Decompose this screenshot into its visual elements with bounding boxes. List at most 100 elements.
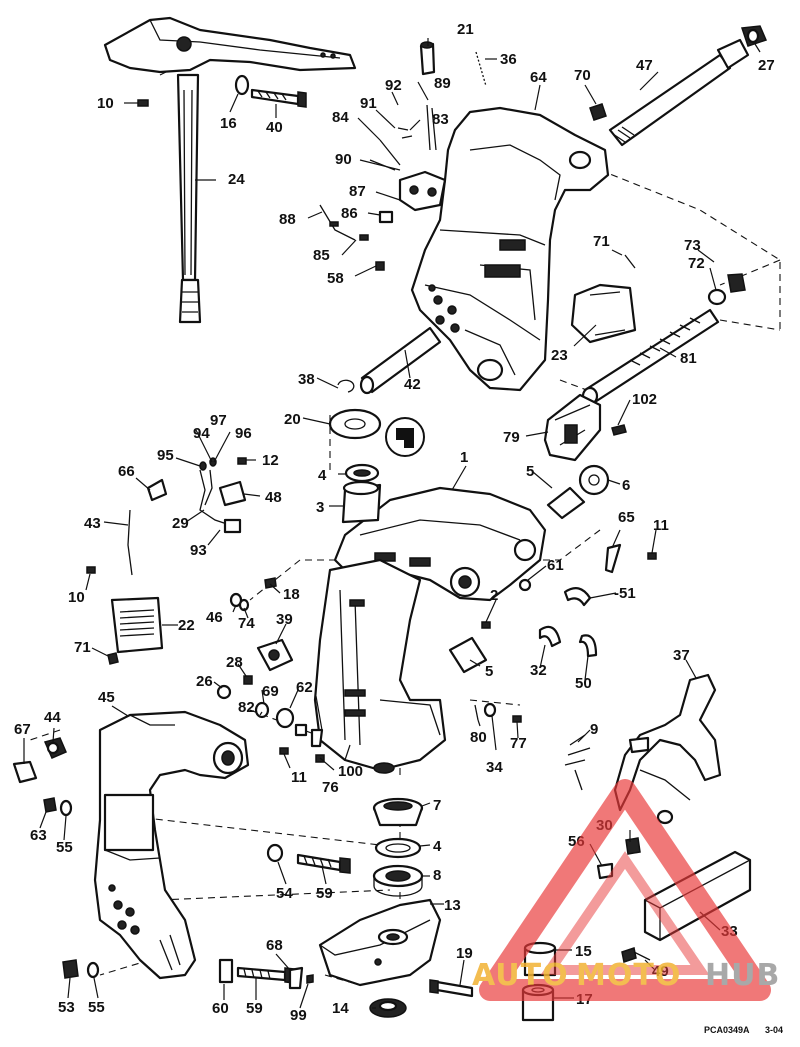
label-59b: 59 [246, 1000, 263, 1017]
label-42: 42 [404, 376, 421, 393]
bolts-59 [218, 843, 351, 990]
label-6: 6 [622, 477, 630, 494]
label-4b: 4 [433, 838, 442, 855]
label-64: 64 [530, 69, 547, 86]
label-19: 19 [456, 945, 473, 962]
label-80: 80 [470, 729, 487, 746]
label-73: 73 [684, 237, 701, 254]
label-72: 72 [688, 255, 705, 272]
label-70: 70 [574, 67, 591, 84]
label-66: 66 [118, 463, 135, 480]
swivel-bracket-64 [410, 106, 610, 392]
left-hardware [12, 737, 100, 979]
bearing-stack [372, 797, 424, 897]
label-61: 61 [547, 557, 564, 574]
label-12: 12 [262, 452, 279, 469]
stern-bracket-body [313, 558, 447, 774]
label-11b: 11 [291, 769, 307, 786]
label-21: 21 [457, 21, 474, 38]
figure-code: PCA0349A 3-04 [704, 1025, 783, 1035]
swivel-shaft-part [103, 16, 357, 324]
gasket-callout-icon [385, 417, 425, 457]
small-screws [86, 99, 149, 574]
label-36: 36 [500, 51, 517, 68]
label-5a: 5 [526, 463, 534, 480]
bracket-79 [543, 393, 627, 462]
label-86: 86 [341, 205, 358, 222]
label-28: 28 [226, 654, 243, 671]
label-45: 45 [98, 689, 115, 706]
label-8: 8 [433, 867, 441, 884]
label-51: -51 [614, 585, 636, 602]
label-102: 102 [632, 391, 657, 408]
label-22: 22 [178, 617, 195, 634]
bolt-40-part [234, 74, 307, 108]
label-39: 39 [276, 611, 293, 628]
label-100: 100 [338, 763, 363, 780]
watermark-text-hub: HUB [705, 958, 780, 993]
label-38: 38 [298, 371, 315, 388]
label-18: 18 [283, 586, 300, 603]
center-small-parts [216, 675, 325, 763]
tilt-screw-parts [570, 254, 746, 406]
label-67: 67 [14, 721, 31, 738]
label-90: 90 [335, 151, 352, 168]
label-10a: 10 [97, 95, 114, 112]
label-13: 13 [444, 897, 461, 914]
label-55a: 55 [56, 839, 73, 856]
label-59a: 59 [316, 885, 333, 902]
clamp-bracket-45 [93, 710, 250, 980]
label-96: 96 [235, 425, 252, 442]
watermark-text-auto: AUTO [472, 958, 569, 993]
label-89: 89 [434, 75, 451, 92]
label-53b: 53 [58, 999, 75, 1016]
watermark-logo: AUTO MOTO HUB [472, 779, 780, 1001]
label-46: 46 [206, 609, 223, 626]
upper-small-parts [419, 41, 607, 121]
tilt-lever-37 [564, 673, 722, 880]
label-43: 43 [84, 515, 101, 532]
label-1: 1 [460, 449, 468, 466]
figure-code-text: PCA0349A [704, 1025, 750, 1035]
plate-22 [107, 596, 164, 665]
label-71a: 71 [593, 233, 610, 250]
leader-lines [23, 38, 761, 1009]
label-20: 20 [284, 411, 301, 428]
wiring-harness [127, 457, 277, 589]
label-55b: 55 [88, 999, 105, 1016]
label-69: 69 [262, 683, 279, 700]
label-11a: 11 [653, 517, 669, 534]
label-71b: 71 [74, 639, 91, 656]
label-91: 91 [360, 95, 377, 112]
label-9: 9 [590, 721, 598, 738]
label-27: 27 [758, 57, 775, 74]
label-29: 29 [172, 515, 189, 532]
right-small-parts [481, 543, 657, 658]
watermark-text-moto: MOTO [576, 958, 681, 993]
label-77: 77 [510, 735, 527, 752]
right-pins [474, 702, 522, 723]
figure-date-text: 3-04 [765, 1025, 783, 1035]
label-83: 83 [432, 111, 449, 128]
label-63: 63 [30, 827, 47, 844]
label-88: 88 [279, 211, 296, 228]
label-95: 95 [157, 447, 174, 464]
label-37: 37 [673, 647, 690, 664]
label-10b: 10 [68, 589, 85, 606]
label-84: 84 [332, 109, 349, 126]
label-44: 44 [44, 709, 61, 726]
label-3: 3 [316, 499, 324, 516]
label-23: 23 [551, 347, 568, 364]
label-74: 74 [238, 615, 255, 632]
label-32: 32 [530, 662, 547, 679]
tilt-tube-47 [608, 25, 768, 147]
label-82: 82 [238, 699, 255, 716]
label-93: 93 [190, 542, 207, 559]
housing-13 [318, 898, 474, 1018]
label-85: 85 [313, 247, 330, 264]
label-65: 65 [618, 509, 635, 526]
part-labels: 21 36 64 70 47 27 92 89 91 83 84 90 87 8… [14, 21, 775, 1024]
label-58: 58 [327, 270, 344, 287]
